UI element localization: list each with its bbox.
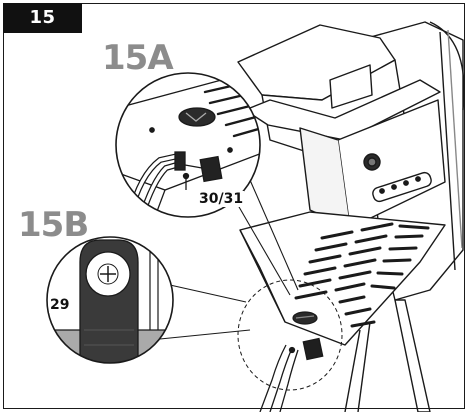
power-inlet <box>292 311 318 325</box>
vent-grille <box>294 222 430 328</box>
ledge <box>244 79 441 141</box>
step-number-tab: 15 <box>3 3 82 33</box>
detail-label-b: 15B <box>18 205 89 245</box>
leader-lines <box>149 179 299 341</box>
power-cord-lower <box>259 337 324 412</box>
detail-indicator <box>237 279 343 391</box>
leg <box>394 299 431 412</box>
part-callout-b: 29 <box>49 297 71 313</box>
detail-a <box>115 72 261 218</box>
figure-frame <box>3 3 465 409</box>
main-unit <box>237 21 465 412</box>
detail-b <box>46 236 174 364</box>
part-callout-a: 30/31 <box>198 191 245 207</box>
detail-label-a: 15A <box>102 38 174 78</box>
